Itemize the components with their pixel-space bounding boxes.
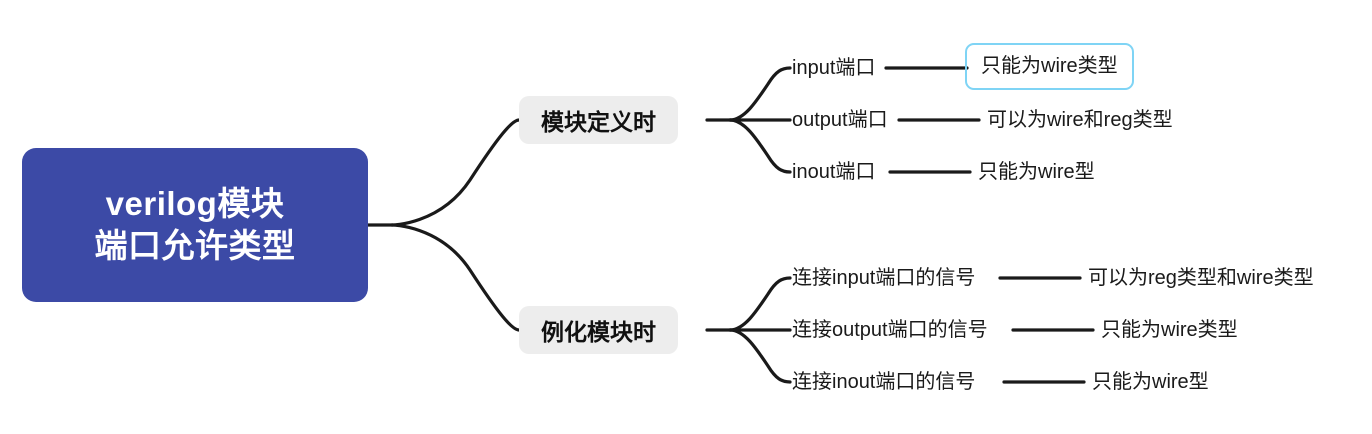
leaf-value-inout-port[interactable]: 只能为wire型 (978, 161, 1095, 183)
link-branch-1-to-leaf-3 (728, 118, 792, 174)
leaf-label-input-port[interactable]: input端口 (792, 57, 876, 79)
leaf-value-output-signal[interactable]: 只能为wire类型 (1101, 319, 1238, 341)
branch-node-label: 例化模块时 (541, 319, 656, 345)
root-node[interactable]: verilog模块 端口允许类型 (22, 148, 368, 302)
link-root-to-branch-2 (390, 223, 521, 332)
branch-node-module-definition[interactable]: 模块定义时 (519, 96, 678, 144)
link-branch-1-to-leaf-1 (728, 66, 792, 122)
leaf-value-output-port[interactable]: 可以为wire和reg类型 (987, 109, 1173, 131)
branch-node-module-instantiation[interactable]: 例化模块时 (519, 306, 678, 354)
root-node-line-1: verilog模块 (105, 184, 285, 222)
link-branch-2-to-leaf-3 (728, 328, 792, 384)
branch-node-label: 模块定义时 (541, 109, 656, 135)
root-node-line-2: 端口允许类型 (94, 227, 296, 264)
leaf-value-inout-signal[interactable]: 只能为wire型 (1092, 371, 1209, 393)
link-branch-2-to-leaf-1 (728, 276, 792, 332)
link-root-to-branch-1 (390, 118, 521, 227)
leaf-value-input-port[interactable]: 只能为wire类型 (965, 43, 1134, 90)
leaf-label-output-signal[interactable]: 连接output端口的信号 (792, 319, 988, 341)
leaf-label-inout-signal[interactable]: 连接inout端口的信号 (792, 371, 976, 393)
leaf-label-output-port[interactable]: output端口 (792, 109, 888, 131)
leaf-label-input-signal[interactable]: 连接input端口的信号 (792, 267, 976, 289)
leaf-label-inout-port[interactable]: inout端口 (792, 161, 876, 183)
leaf-value-input-signal[interactable]: 可以为reg类型和wire类型 (1088, 267, 1314, 289)
